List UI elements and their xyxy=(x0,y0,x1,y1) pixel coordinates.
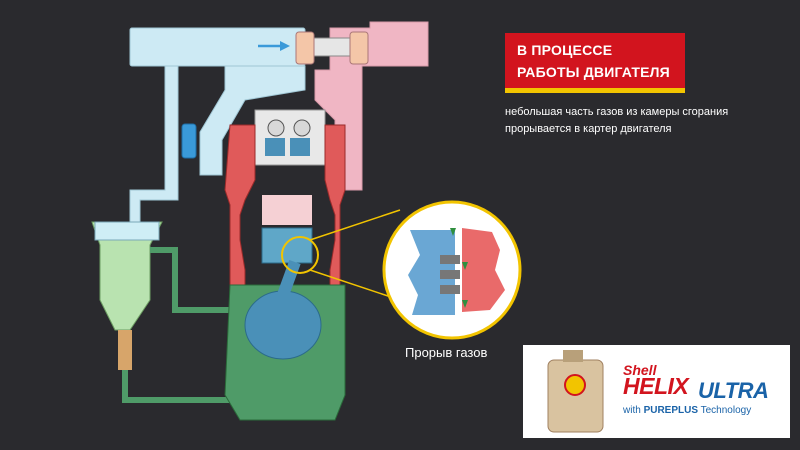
brand-logo-panel: Shell HELIX ULTRA with PUREPLUS Technolo… xyxy=(523,345,790,438)
title-line-2: РАБОТЫ ДВИГАТЕЛЯ xyxy=(517,64,670,80)
air-flow-arrow xyxy=(258,41,290,51)
brand-helix: HELIX xyxy=(623,373,689,399)
title-box: В ПРОЦЕССЕ РАБОТЫ ДВИГАТЕЛЯ xyxy=(505,33,685,93)
brand-shell: Shell xyxy=(623,362,657,378)
cylinder-head xyxy=(254,109,326,166)
description-text: небольшая часть газов из камеры сгорания… xyxy=(505,106,729,135)
oil-bottle-icon xyxy=(547,350,604,433)
oil-separator xyxy=(91,221,163,370)
title-line-1: В ПРОЦЕССЕ xyxy=(517,42,613,58)
camshaft-gears xyxy=(295,31,369,65)
zoom-guide xyxy=(281,209,401,301)
breather-hoses xyxy=(122,247,245,403)
crankcase xyxy=(224,260,346,421)
intake-pipe xyxy=(129,27,306,236)
gas-breach-inset xyxy=(382,200,522,340)
title-accent-bar xyxy=(505,88,685,93)
sensor-icon xyxy=(181,123,197,159)
brand-ultra: ULTRA xyxy=(698,378,769,403)
brand-tagline: with PUREPLUS Technology xyxy=(623,405,752,416)
inset-label: Прорыв газов xyxy=(405,345,488,360)
engine-block xyxy=(224,124,346,286)
